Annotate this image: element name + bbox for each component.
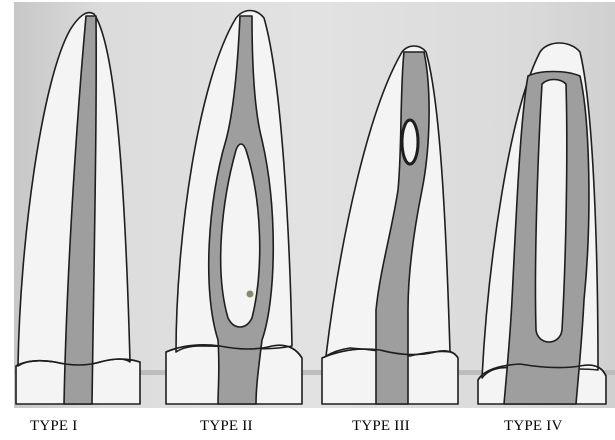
label-type-4: TYPE IV bbox=[504, 418, 562, 435]
tooth-type-2-spot bbox=[247, 291, 254, 298]
label-type-1: TYPE I bbox=[30, 418, 77, 435]
tooth-type-3-island bbox=[402, 120, 418, 164]
label-type-3: TYPE III bbox=[352, 418, 410, 435]
label-type-2: TYPE II bbox=[200, 418, 253, 435]
